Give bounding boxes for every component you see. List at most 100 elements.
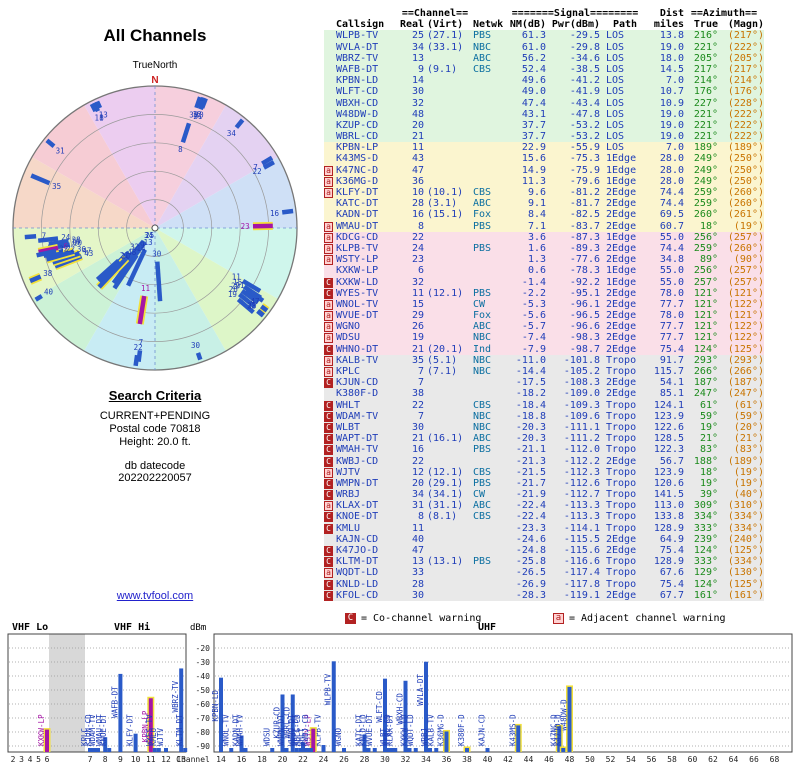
callsign-cell: WYES-TV: [336, 287, 379, 299]
real-channel-cell: 7: [417, 410, 424, 422]
virt-channel-cell: (34.1): [427, 489, 464, 501]
network-cell: ABC: [473, 52, 492, 64]
radar-spoke: [256, 308, 265, 317]
pwr-cell: -117.8: [563, 578, 600, 590]
dist-cell: 56.7: [659, 455, 684, 467]
real-channel-cell: 23: [411, 254, 424, 266]
tvfool-link[interactable]: www.tvfool.com: [116, 590, 194, 602]
path-cell: Tropo: [606, 433, 637, 445]
nm-cell: -14.4: [515, 366, 546, 377]
callsign-cell: WMAH-TV: [336, 444, 379, 456]
dist-cell: 19.0: [659, 108, 684, 120]
warn-cell: [324, 265, 336, 276]
path-cell: LOS: [606, 30, 625, 42]
virt-channel-cell: [424, 388, 470, 399]
network-cell: [470, 254, 506, 265]
channel-group-header: ==Channel==: [401, 8, 469, 19]
magn-azimuth-cell: (222°): [727, 108, 764, 120]
callsign-cell: KAJN-CD: [336, 533, 379, 545]
real-channel-cell: 36: [411, 175, 424, 187]
nm-cell: -18.8: [515, 410, 546, 422]
channel-axis-label: Channel: [176, 755, 210, 764]
co-channel-warning: C: [324, 590, 333, 601]
radar-spoke: [259, 304, 269, 313]
nm-cell: -1.4: [521, 276, 546, 288]
pwr-cell: -111.1: [563, 421, 600, 433]
station-bar-label: K47NC-D: [549, 714, 558, 746]
radar-wedge: [155, 85, 226, 228]
col-callsign: Callsign: [336, 19, 385, 31]
warn-cell: [324, 131, 336, 142]
real-channel-cell: 15: [411, 298, 424, 310]
channel-tick-label: 42: [503, 755, 513, 764]
col-magn: (Magn): [727, 19, 764, 31]
pwr-cell: -109.3: [563, 399, 600, 411]
channel-tick-label: 68: [770, 755, 780, 764]
radar-channel-label: 30: [191, 341, 201, 350]
virt-channel-cell: [424, 254, 470, 265]
true-azimuth-cell: 259°: [693, 198, 718, 210]
network-cell: [470, 232, 506, 243]
dist-cell: 54.1: [659, 377, 684, 389]
callsign-cell: K47JO-D: [336, 545, 379, 556]
station-bar-label: WNOL-TV: [221, 714, 230, 746]
warn-cell: a: [324, 187, 336, 198]
radar-spoke: [126, 248, 147, 287]
true-azimuth-cell: 19°: [699, 421, 718, 433]
adjacent-channel-warning: a: [324, 232, 333, 243]
station-bar: [179, 668, 184, 752]
radar-spoke: [24, 234, 37, 240]
radar-channel-label: 13: [99, 111, 108, 120]
station-bar-label: WMAU-DT: [95, 714, 104, 746]
nm-cell: -21.7: [515, 477, 546, 489]
nm-cell: -22.4: [515, 500, 546, 512]
station-bar-label: WJTV: [156, 727, 165, 746]
radar-channel-label: 8: [178, 145, 183, 154]
station-bar-label: WVLA-DT: [416, 674, 425, 706]
pwr-cell: -96.6: [569, 321, 600, 333]
magn-azimuth-cell: (217°): [727, 63, 764, 75]
true-azimuth-cell: 187°: [693, 377, 718, 389]
pwr-cell: -101.8: [563, 354, 600, 366]
station-bar: [567, 686, 572, 752]
real-channel-cell: 22: [411, 399, 424, 411]
warn-cell: C: [324, 523, 336, 534]
nm-cell: -7.4: [521, 332, 546, 344]
col-miles: miles: [653, 19, 684, 31]
real-channel-cell: 21: [411, 433, 424, 445]
virt-channel-cell: (10.1): [427, 187, 464, 198]
magn-azimuth-cell: (310°): [727, 500, 764, 512]
path-cell: Tropo: [606, 421, 637, 433]
station-bar-label: WBRL-CD: [283, 706, 292, 738]
magn-azimuth-cell: (21°): [733, 433, 764, 445]
north-marker: N: [151, 75, 158, 86]
magn-azimuth-cell: (250°): [727, 164, 764, 176]
pwr-cell: -112.3: [563, 466, 600, 478]
true-azimuth-cell: 19°: [699, 477, 718, 489]
dist-cell: 60.7: [659, 220, 684, 232]
real-channel-cell: 26: [411, 321, 424, 333]
adjacent-channel-warning: a: [324, 221, 333, 232]
nm-cell: -22.4: [515, 511, 546, 523]
nm-cell: 49.0: [521, 86, 546, 98]
warn-cell: C: [324, 411, 336, 422]
datecode-label: db datecode: [124, 460, 186, 472]
virt-channel-cell: [424, 299, 470, 310]
radar-spoke: [281, 208, 294, 215]
radar-channel-label: 16: [270, 209, 280, 218]
callsign-cell: KXKW-LD: [336, 276, 379, 288]
station-bar: [301, 742, 305, 752]
station-bar-label: KDCG-CD: [293, 714, 302, 746]
radar-channel-label: 11: [141, 284, 150, 293]
radar-channel-label: 9: [140, 241, 145, 250]
network-cell: [470, 456, 506, 467]
station-bar-label: WMPN-DT: [277, 714, 286, 746]
dist-cell: 78.0: [659, 287, 684, 299]
dbm-tick-label: -50: [196, 686, 211, 695]
true-azimuth-cell: 257°: [693, 276, 718, 288]
true-azimuth-cell: 21°: [699, 433, 718, 445]
